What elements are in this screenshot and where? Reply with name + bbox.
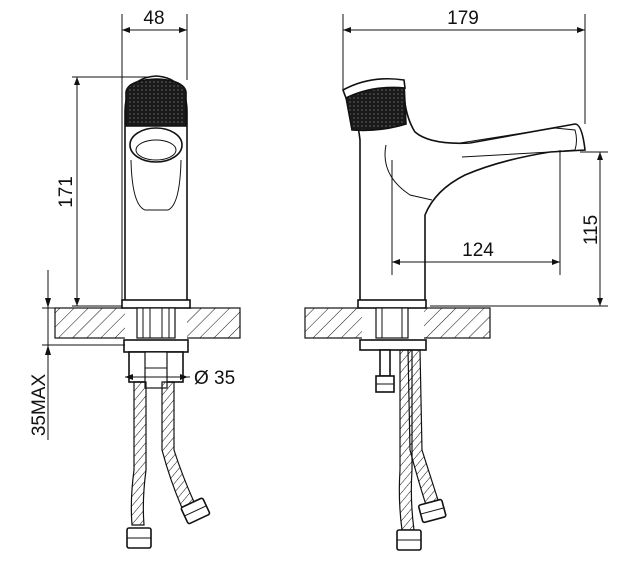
side-dimensions: 179 115 124 [342, 8, 608, 307]
side-hose-right [407, 349, 439, 506]
dim-35max: 35MAX [29, 374, 50, 437]
front-spout-outlet [129, 127, 183, 163]
side-base-ring [357, 299, 427, 309]
dim-length-179: 179 [447, 8, 479, 29]
dim-reach-124: 124 [462, 240, 494, 261]
dim-width-48: 48 [143, 8, 164, 29]
side-handle-cap [342, 77, 406, 100]
front-hose-nut-right [180, 497, 211, 525]
front-handle-knurl [125, 78, 187, 127]
side-handle-knurl [344, 81, 407, 132]
side-hose-nut-right [417, 498, 447, 524]
front-hose-left [130, 381, 147, 526]
side-threaded-stud [379, 349, 391, 377]
dim-diameter-35: Ø 35 [194, 368, 235, 389]
side-view [304, 77, 586, 551]
front-view [54, 75, 241, 549]
front-hose-right [161, 381, 195, 509]
front-base-ring [121, 299, 191, 309]
side-washer [359, 339, 427, 351]
front-dimensions: 48 171 35MAX Ø 35 [29, 8, 235, 440]
dim-spout-height-115: 115 [581, 215, 602, 245]
front-washer [123, 339, 189, 353]
dim-height-171: 171 [56, 176, 77, 208]
